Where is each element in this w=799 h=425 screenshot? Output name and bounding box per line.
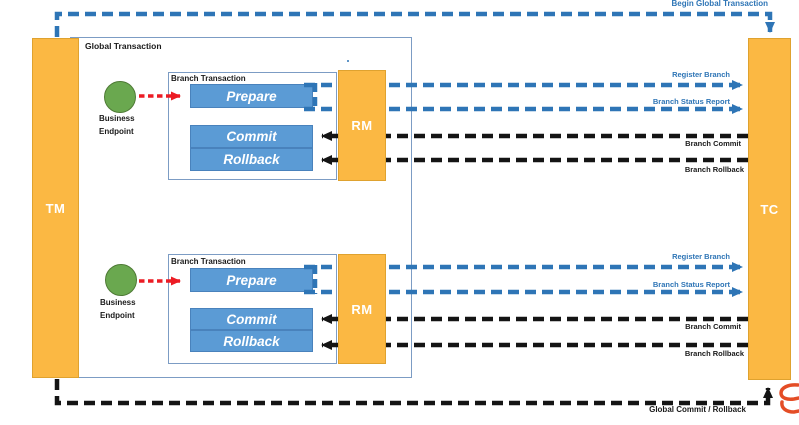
branch-status-report-label-1: Branch Status Report bbox=[652, 97, 730, 106]
branch-rollback-label-1: Branch Rollback bbox=[684, 165, 744, 174]
rm-label: RM bbox=[351, 118, 373, 133]
branch-status-report-label-2: Branch Status Report bbox=[652, 280, 730, 289]
branch-commit-label-1: Branch Commit bbox=[685, 139, 741, 148]
branch-rollback-label-2: Branch Rollback bbox=[684, 349, 744, 358]
business-endpoint-circle-1 bbox=[104, 81, 136, 113]
business-endpoint-circle-2 bbox=[105, 264, 137, 296]
begin-global-transaction-label: Begin Global Transaction bbox=[671, 0, 768, 8]
global-commit-rollback-label: Global Commit / Rollback bbox=[649, 405, 746, 414]
global-commit-rollback-arrow bbox=[54, 379, 773, 406]
prepare-label: Prepare bbox=[226, 88, 277, 104]
tc-actor-bar: TC bbox=[748, 38, 791, 380]
prepare-label: Prepare bbox=[226, 272, 277, 288]
commit-label: Commit bbox=[226, 129, 277, 144]
rollback-label: Rollback bbox=[223, 152, 280, 167]
prepare-box-2: Prepare bbox=[190, 268, 313, 292]
business-endpoint-label-2: Business Endpoint bbox=[100, 298, 136, 320]
commit-box-1: Commit bbox=[190, 125, 313, 148]
rm-label: RM bbox=[351, 301, 373, 317]
rm-actor-bar-1: RM bbox=[338, 70, 386, 181]
red-scribble-annotation bbox=[779, 383, 799, 414]
rollback-box-1: Rollback bbox=[190, 148, 313, 171]
branch-transaction-title-1: Branch Transaction bbox=[171, 74, 246, 83]
tc-label: TC bbox=[760, 201, 779, 217]
stray-dot: . bbox=[347, 60, 349, 62]
rollback-label: Rollback bbox=[223, 333, 280, 349]
register-branch-label-1: Register Branch bbox=[672, 70, 730, 79]
business-endpoint-label-1: Business Endpoint bbox=[99, 114, 135, 136]
rm-actor-bar-2: RM bbox=[338, 254, 386, 364]
commit-label: Commit bbox=[226, 311, 277, 327]
rollback-box-2: Rollback bbox=[190, 330, 313, 352]
tm-actor-bar: TM bbox=[32, 38, 79, 378]
tm-label: TM bbox=[45, 200, 66, 216]
branch-commit-label-2: Branch Commit bbox=[685, 322, 741, 331]
prepare-box-1: Prepare bbox=[190, 84, 313, 108]
commit-box-2: Commit bbox=[190, 308, 313, 330]
begin-global-transaction-arrow bbox=[54, 11, 775, 37]
register-branch-label-2: Register Branch bbox=[672, 252, 730, 261]
global-transaction-title: Global Transaction bbox=[85, 41, 162, 51]
branch-transaction-title-2: Branch Transaction bbox=[171, 257, 246, 266]
